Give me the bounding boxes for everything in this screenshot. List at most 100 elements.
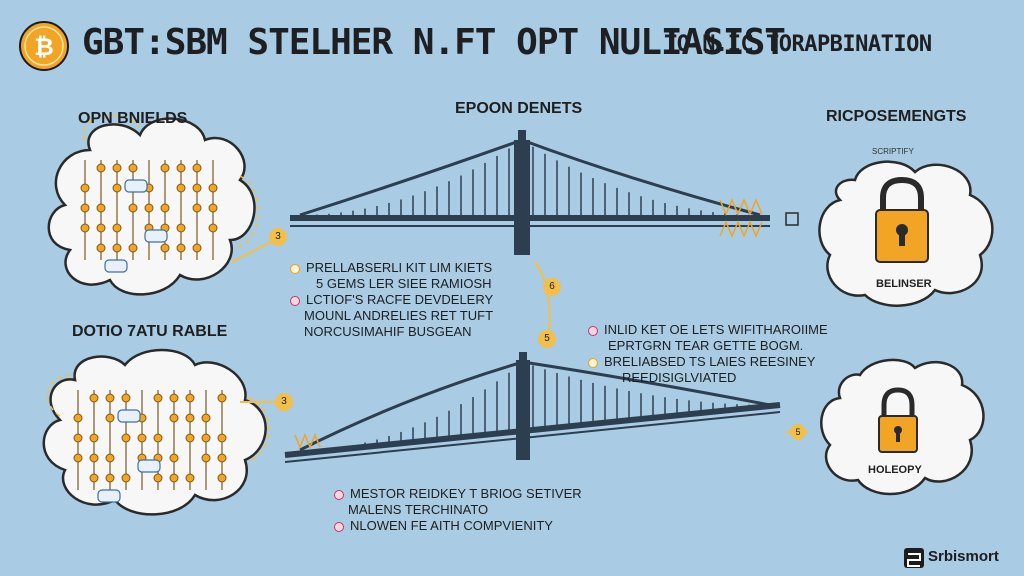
chain-node: [112, 223, 122, 233]
chain-node: [208, 203, 218, 213]
padlock-icon: [875, 176, 929, 263]
chain-node: [169, 473, 179, 483]
marker-badge: 3: [275, 393, 293, 411]
bullet-icon: [290, 295, 300, 306]
brand-logo-icon: [904, 548, 924, 568]
chain-node: [80, 183, 90, 193]
page-title: GBT:SBM STELHER N.FT OPT NULIASIST: [82, 22, 786, 63]
chain-node: [192, 243, 202, 253]
chain-node: [128, 163, 138, 173]
marker-badge: 5: [790, 424, 806, 440]
note-line: NORCUSIMAHIF BUSGEAN: [304, 324, 472, 339]
chain-node: [73, 453, 83, 463]
chain-node: [192, 203, 202, 213]
note-line: MESTOR REIDKEY T BRIOG SETIVER: [350, 486, 582, 501]
chain-node: [112, 183, 122, 193]
chain-node: [192, 163, 202, 173]
chain-cluster-top: [80, 160, 218, 273]
center-heading: EPOON DENETS: [455, 100, 583, 117]
chain-node: [169, 393, 179, 403]
chain-node: [160, 243, 170, 253]
marker-badge: 3: [269, 228, 287, 246]
bullet-icon: [588, 357, 598, 368]
chat-bubble-icon: [104, 259, 128, 273]
chain-node: [105, 473, 115, 483]
note-line: MOUNL ANDRELIES RET TUFT: [304, 308, 494, 323]
chat-bubble-icon: [144, 229, 168, 243]
svg-text:₿: ₿: [34, 33, 54, 61]
bridge-anchor-glow-bottom: [294, 433, 321, 449]
padlock-icon: [878, 387, 918, 453]
chain-node: [112, 163, 122, 173]
chain-node: [105, 393, 115, 403]
brand-name: Srbismort: [928, 548, 999, 565]
chain-node: [153, 393, 163, 403]
chain-node: [217, 453, 227, 463]
left-top-heading: OPN BNIELDS: [78, 110, 188, 127]
chain-node: [89, 433, 99, 443]
note-line: PRELLABSERLI KIT LIM KIETS: [306, 260, 493, 275]
chain-node: [185, 413, 195, 423]
note-top: PRELLABSERLI KIT LIM KIETS 5 GEMS LER SI…: [290, 260, 493, 340]
chain-node: [176, 223, 186, 233]
chain-node: [176, 243, 186, 253]
chain-node: [105, 453, 115, 463]
lock-label-top: BELINSER: [876, 278, 932, 290]
chain-node: [121, 393, 131, 403]
chain-node: [169, 413, 179, 423]
chain-node: [176, 163, 186, 173]
page-subtitle: TO-N.IC TORAPBINATION: [664, 32, 932, 57]
chain-node: [121, 473, 131, 483]
marker-badge: 5: [538, 330, 556, 348]
bullet-icon: [334, 521, 344, 532]
chain-node: [160, 163, 170, 173]
chain-node: [185, 433, 195, 443]
chain-node: [80, 203, 90, 213]
chain-node: [185, 473, 195, 483]
bridge-top: [290, 130, 770, 255]
right-small-caption: SCRIPTIFY: [872, 147, 914, 156]
chain-node: [128, 243, 138, 253]
chat-bubble-icon: [97, 489, 121, 503]
chat-bubble-icon: [117, 409, 141, 423]
chain-node: [144, 203, 154, 213]
chain-node: [121, 433, 131, 443]
chain-node: [96, 243, 106, 253]
note-line: 5 GEMS LER SIEE RAMIOSH: [316, 276, 492, 291]
note-bottom: MESTOR REIDKEY T BRIOG SETIVER MALENS TE…: [334, 486, 582, 534]
note-line: INLID KET OE LETS WIFITHAROIIME: [604, 322, 828, 337]
chain-node: [112, 243, 122, 253]
note-line: REEDISIGLVIATED: [622, 370, 737, 385]
chain-node: [201, 433, 211, 443]
note-line: NLOWEN FE AITH COMPVIENITY: [350, 518, 553, 533]
bitcoin-icon: ₿: [19, 21, 69, 71]
chain-node: [89, 393, 99, 403]
left-bottom-heading: DOTIO 7ATU RABLE: [72, 323, 228, 340]
note-middle: INLID KET OE LETS WIFITHAROIIME EPRTGRN …: [588, 322, 828, 386]
chain-node: [201, 453, 211, 463]
chain-node: [96, 203, 106, 213]
chain-node: [89, 453, 99, 463]
note-line: MALENS TERCHINATO: [348, 502, 489, 517]
square-icon: [785, 212, 799, 226]
note-line: EPRTGRN TEAR GETTE BOGM.: [608, 338, 804, 353]
chain-node: [217, 393, 227, 403]
note-line: BRELIABSED TS LAIES REESINEY: [604, 354, 816, 369]
chain-node: [185, 393, 195, 403]
bridge-bottom: [284, 352, 781, 463]
chain-node: [201, 413, 211, 423]
note-line: LCTIOF'S RACFE DEVDELERY: [306, 292, 494, 307]
chain-node: [96, 223, 106, 233]
chain-node: [208, 183, 218, 193]
chain-node: [169, 453, 179, 463]
bullet-icon: [588, 325, 598, 336]
chain-node: [96, 163, 106, 173]
chain-node: [105, 413, 115, 423]
right-heading: RICPOSEMENGTS: [826, 108, 967, 125]
marker-badge: 6: [543, 278, 561, 296]
chain-node: [80, 223, 90, 233]
chat-bubble-icon: [124, 179, 148, 193]
chain-node: [153, 433, 163, 443]
chain-node: [137, 433, 147, 443]
chain-node: [153, 473, 163, 483]
